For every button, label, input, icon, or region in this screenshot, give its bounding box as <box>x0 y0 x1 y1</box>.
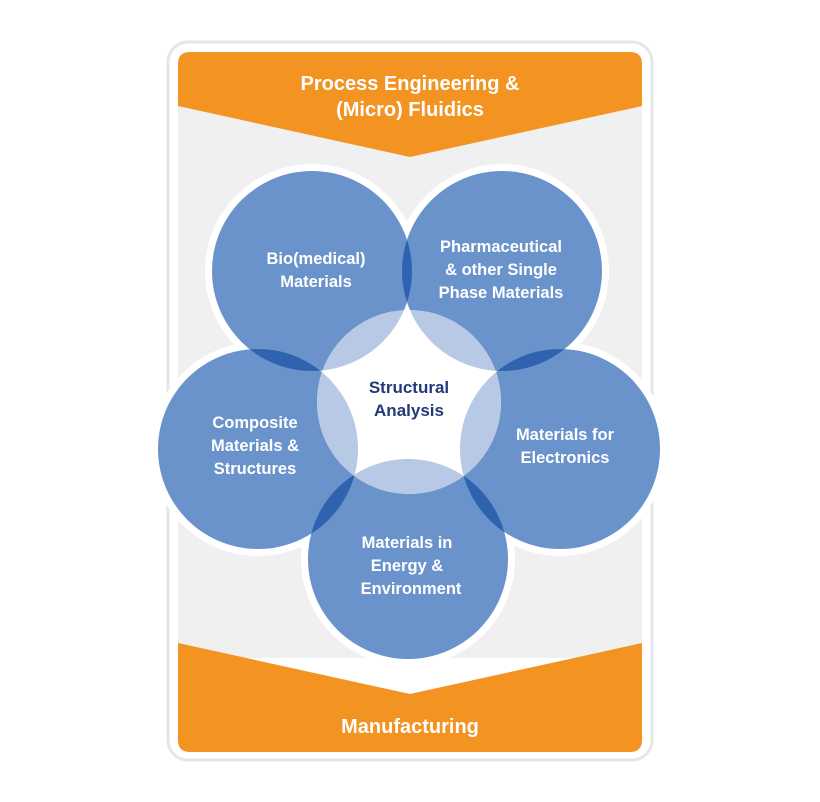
circle-materials-energy-environment <box>308 459 508 659</box>
energy-label-line3: Environment <box>361 580 462 598</box>
pharma-label-line1: Pharmaceutical <box>440 238 562 256</box>
energy-label-line2: Energy & <box>371 557 444 575</box>
bio-label-line1: Bio(medical) <box>266 250 365 268</box>
energy-label-line1: Materials in <box>362 534 453 552</box>
center-label-line2: Analysis <box>374 401 444 420</box>
footer-banner <box>178 643 642 752</box>
header-banner <box>178 52 642 157</box>
pharma-label-line2: & other Single <box>445 261 557 279</box>
circle-materials-electronics <box>460 349 660 549</box>
center-label-line1: Structural <box>369 378 449 397</box>
electronics-label-line2: Electronics <box>521 449 610 467</box>
header-title-line1: Process Engineering & <box>301 73 520 95</box>
circle-bio-medical-materials <box>212 171 412 371</box>
composite-label-line2: Materials & <box>211 437 299 455</box>
pharma-label-line3: Phase Materials <box>439 284 564 302</box>
circle-composite-materials-structures <box>158 349 358 549</box>
header-title-line2: (Micro) Fluidics <box>336 99 484 121</box>
composite-label-line3: Structures <box>214 460 297 478</box>
composite-label-line1: Composite <box>212 414 297 432</box>
footer-title: Manufacturing <box>341 716 479 738</box>
electronics-label-line1: Materials for <box>516 426 615 444</box>
bio-label-line2: Materials <box>280 273 352 291</box>
